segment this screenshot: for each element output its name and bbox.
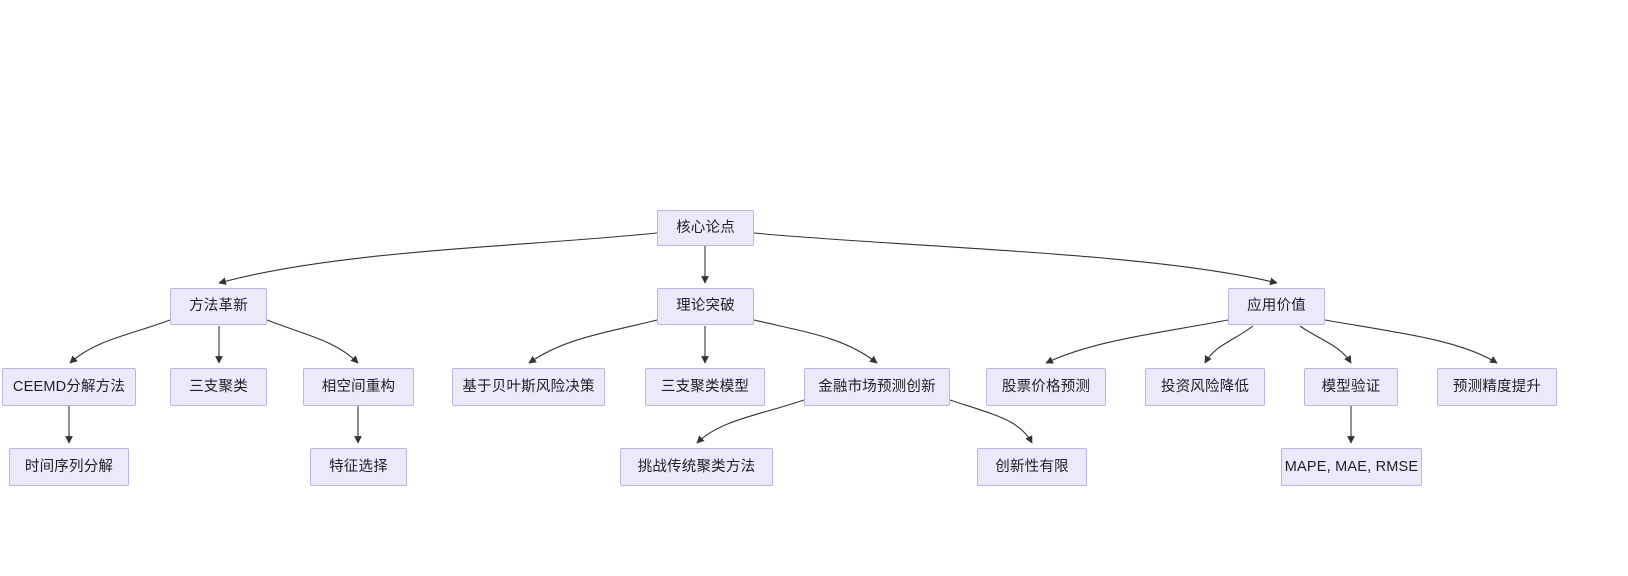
edge-l2a-to-l3c [266, 319, 359, 364]
node-label: 挑战传统聚类方法 [637, 458, 756, 475]
node-l4d[interactable]: 创新性有限 [977, 448, 1087, 486]
node-l3h[interactable]: 投资风险降低 [1145, 368, 1265, 406]
node-l3d[interactable]: 基于贝叶斯风险决策 [452, 368, 605, 406]
node-label: 创新性有限 [995, 458, 1069, 475]
node-l3f[interactable]: 金融市场预测创新 [804, 368, 950, 406]
node-root[interactable]: 核心论点 [657, 210, 754, 246]
edge-l2b-to-l3f [753, 319, 878, 364]
node-l3e[interactable]: 三支聚类模型 [645, 368, 765, 406]
edge-l2c-to-l3i [1299, 325, 1352, 364]
node-label: 特征选择 [329, 458, 388, 475]
edge-root-to-l2c [753, 232, 1278, 286]
edge-l2c-to-l3g [1045, 319, 1229, 364]
node-label: 三支聚类模型 [660, 378, 750, 395]
edge-l3f-to-l4c [696, 399, 805, 444]
node-l4a[interactable]: 时间序列分解 [9, 448, 129, 486]
node-label: 基于贝叶斯风险决策 [462, 378, 595, 395]
node-l3b[interactable]: 三支聚类 [170, 368, 267, 406]
node-label: 投资风险降低 [1160, 378, 1250, 395]
node-l3c[interactable]: 相空间重构 [303, 368, 414, 406]
node-l2c[interactable]: 应用价值 [1228, 288, 1325, 325]
edge-root-to-l2a [218, 232, 658, 285]
node-label: 预测精度提升 [1452, 378, 1542, 395]
edge-l2a-to-l3a [69, 319, 171, 364]
node-label: MAPE, MAE, RMSE [1284, 458, 1419, 475]
node-label: 三支聚类 [189, 378, 248, 395]
node-label: CEEMD分解方法 [12, 378, 126, 395]
node-l4b[interactable]: 特征选择 [310, 448, 407, 486]
node-l3i[interactable]: 模型验证 [1304, 368, 1398, 406]
node-label: 时间序列分解 [24, 458, 114, 475]
edge-l2c-to-l3j [1324, 319, 1498, 364]
node-l3j[interactable]: 预测精度提升 [1437, 368, 1557, 406]
node-l2a[interactable]: 方法革新 [170, 288, 267, 325]
node-label: 方法革新 [189, 298, 248, 315]
node-label: 应用价值 [1247, 298, 1306, 315]
edge-paths [65, 232, 1498, 444]
edge-l3f-to-l4d [949, 399, 1033, 444]
node-l2b[interactable]: 理论突破 [657, 288, 754, 325]
node-label: 股票价格预测 [1001, 378, 1091, 395]
node-l4e[interactable]: MAPE, MAE, RMSE [1281, 448, 1422, 486]
node-label: 核心论点 [676, 219, 735, 236]
node-l3a[interactable]: CEEMD分解方法 [2, 368, 136, 406]
edge-l2b-to-l3d [528, 319, 658, 364]
node-label: 金融市场预测创新 [818, 378, 936, 395]
node-l4c[interactable]: 挑战传统聚类方法 [620, 448, 773, 486]
node-label: 相空间重构 [321, 378, 396, 395]
node-label: 理论突破 [676, 298, 735, 315]
node-l3g[interactable]: 股票价格预测 [986, 368, 1106, 406]
node-label: 模型验证 [1321, 378, 1381, 395]
edge-l2c-to-l3h [1204, 325, 1254, 364]
